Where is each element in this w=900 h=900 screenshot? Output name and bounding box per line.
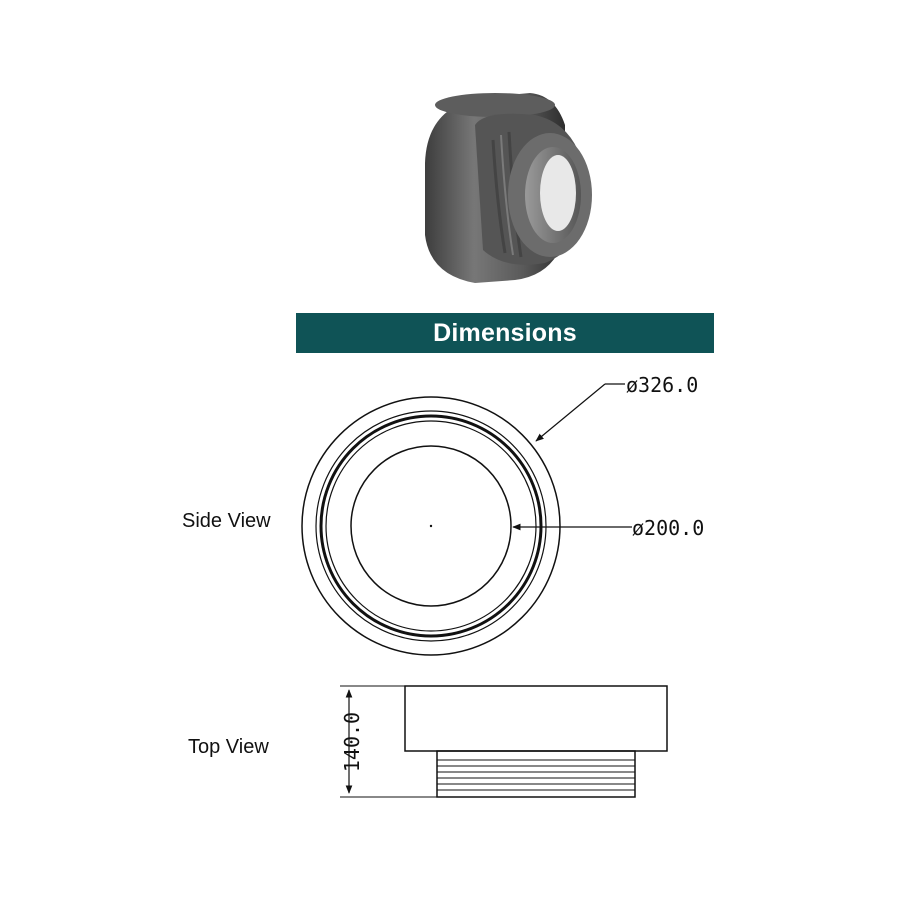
body-profile (404, 685, 668, 752)
product-photo (425, 93, 592, 283)
top-view-drawing (404, 685, 668, 798)
thread-ring-inner (325, 420, 537, 632)
side-view-label: Side View (182, 510, 271, 532)
spigot-profile (436, 750, 636, 798)
outer-diameter-dimension: ø326.0 (535, 373, 698, 442)
height-label: 140.0 (340, 712, 364, 772)
outer-diameter-circle (301, 396, 561, 656)
inner-diameter-dimension: ø200.0 (512, 516, 704, 540)
center-point (429, 524, 433, 528)
inner-diameter-label: ø200.0 (632, 516, 704, 540)
height-dimension: 140.0 (340, 685, 437, 798)
top-view-label: Top View (188, 736, 269, 758)
dimensions-header: Dimensions (296, 313, 714, 353)
thread-ring-outer (315, 410, 547, 642)
thread-ring-bold (319, 414, 543, 638)
header-title: Dimensions (433, 318, 577, 347)
side-view-drawing (301, 396, 561, 656)
outer-diameter-label: ø326.0 (626, 373, 698, 397)
inner-diameter-circle (350, 445, 512, 607)
